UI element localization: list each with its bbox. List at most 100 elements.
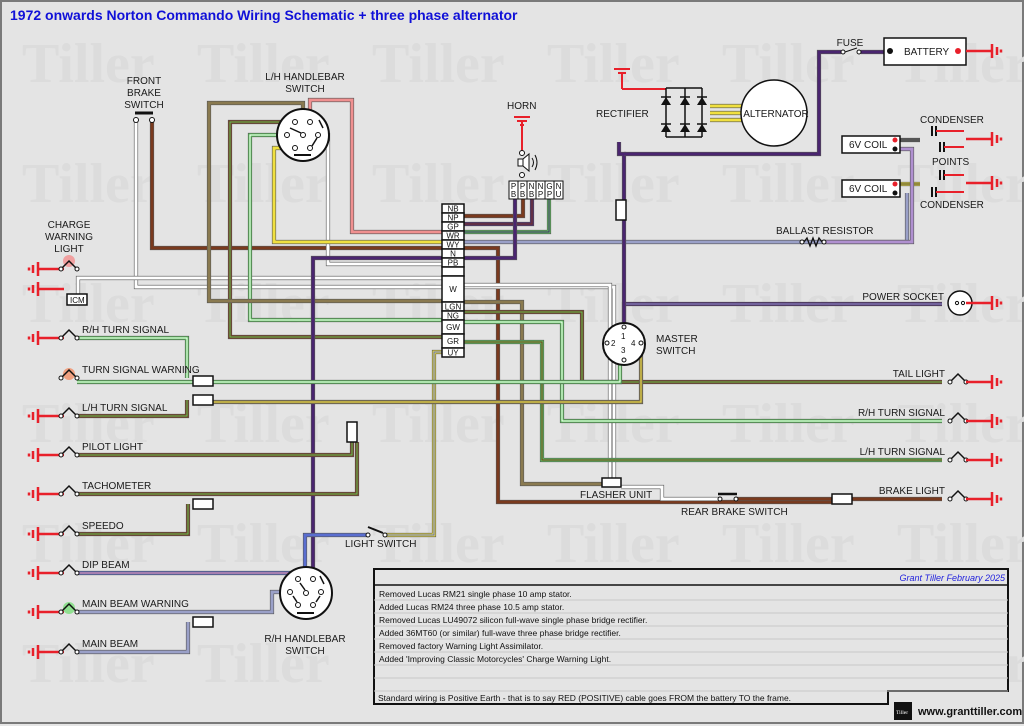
condenser-bottom-label: CONDENSER: [920, 200, 984, 211]
earth-icon: [966, 375, 1003, 389]
inline-connector: [192, 394, 214, 406]
icm-box: ICM: [66, 293, 88, 306]
left-lamp-label: DIP BEAM: [82, 560, 130, 571]
condenser-icon: [931, 187, 964, 197]
light-switch: LIGHT SWITCH: [345, 526, 416, 550]
watermark-text: Tiller: [197, 33, 330, 95]
notes-footer: Standard wiring is Positive Earth - that…: [378, 693, 791, 703]
front-brake-label-2: BRAKE: [127, 88, 161, 99]
connector-pin-label: GW: [446, 323, 460, 332]
condenser-top-label: CONDENSER: [920, 115, 984, 126]
rear-brake-switch: REAR BRAKE SWITCH: [681, 492, 788, 518]
horn-pin-bottom: P: [547, 190, 552, 199]
wire-white-icm: [76, 276, 442, 294]
fuse: FUSE: [837, 38, 864, 55]
inline-connector: [615, 199, 627, 221]
right-lamp-label: TAIL LIGHT: [893, 369, 945, 380]
inline-connector: [831, 493, 853, 505]
right-lamp-label: L/H TURN SIGNAL: [860, 447, 946, 458]
bulb-icon: [58, 328, 80, 341]
ballast-resistor: BALLAST RESISTOR: [776, 226, 873, 248]
connector-pin-label: N: [450, 250, 456, 259]
coil-bottom: [841, 179, 901, 198]
horn-pin-top: G: [546, 182, 552, 191]
bulb-icon: [58, 259, 80, 272]
flasher-label: FLASHER UNIT: [580, 490, 652, 501]
icm-label: ICM: [70, 296, 85, 305]
wire-gw: [464, 320, 942, 423]
rear-brake-label: REAR BRAKE SWITCH: [681, 507, 788, 518]
bulb-icon: [947, 372, 969, 385]
website-link[interactable]: www.granttiller.com: [917, 706, 1022, 718]
points-label: POINTS: [932, 157, 970, 168]
diode-icon: [661, 97, 671, 105]
battery: BATTERY: [883, 37, 967, 66]
alternator: ALTERNATOR: [740, 79, 809, 147]
rectifier-label: RECTIFIER: [596, 109, 649, 120]
connector-pin-label: GR: [447, 337, 459, 346]
connector-pin-label: PB: [448, 259, 459, 268]
wire-brown-brake: [150, 120, 842, 504]
horn-pin-bottom: P: [538, 190, 543, 199]
earth-icon: [966, 492, 1003, 506]
lh-switch-label-2: SWITCH: [285, 84, 324, 95]
earth-icon: [966, 296, 1003, 310]
wire-fuse: [624, 50, 841, 156]
charge-label-2: WARNING: [45, 232, 93, 243]
logo-text: Tiller: [896, 710, 908, 716]
condenser-icon: [931, 126, 964, 136]
earth-icon: [966, 132, 1003, 146]
rh-switch-label-2: SWITCH: [285, 646, 324, 657]
watermark-text: Tiller: [197, 273, 330, 335]
bulb-icon: [58, 563, 80, 576]
connector-pin-label: W: [449, 285, 457, 294]
bulb-icon: [58, 368, 80, 381]
bulb-icon: [58, 524, 80, 537]
inline-connector: [192, 375, 214, 387]
diode-icon: [697, 124, 707, 132]
watermark-text: Tiller: [197, 513, 330, 575]
master-pin-2: 2: [611, 339, 616, 348]
watermark-text: Tiller: [547, 153, 680, 215]
coil-bottom-label: 6V COIL: [849, 184, 888, 195]
horn-pin: [553, 180, 564, 200]
earth-icon: [966, 414, 1003, 428]
points-icon: [939, 142, 964, 152]
horn-pin-top: N: [529, 182, 535, 191]
coil-top: [841, 135, 901, 154]
watermark-text: Tiller: [722, 393, 855, 455]
master-label-2: SWITCH: [656, 346, 695, 357]
note-line: Added Lucas RM24 three phase 10.5 amp st…: [379, 602, 564, 612]
front-brake-switch: FRONT BRAKE SWITCH: [124, 76, 164, 123]
watermark-text: Tiller: [197, 633, 330, 695]
coil-top-label: 6V COIL: [849, 140, 888, 151]
bulb-icon: [58, 445, 80, 458]
horn-pin-top: P: [520, 182, 525, 191]
master-pin-3: 3: [621, 346, 626, 355]
ignition-coils: CONDENSER POINTS CONDENSER 6V COIL 6V CO…: [841, 115, 984, 211]
lh-switch-label-1: L/H HANDLEBAR: [265, 72, 344, 83]
bulb-icon: [58, 602, 80, 615]
lh-handlebar-switch: L/H HANDLEBAR SWITCH: [265, 72, 345, 162]
wire-lgn: [464, 300, 602, 486]
wire-dip: [77, 571, 300, 579]
horn-pin-top: P: [511, 182, 516, 191]
connector-pin: [441, 347, 465, 358]
battery-negative-icon: [887, 48, 893, 54]
horn-pin-bottom: B: [511, 190, 516, 199]
connector-pin-label: NG: [447, 312, 459, 321]
watermark-text: Tiller: [22, 393, 155, 455]
diode-bridge: [661, 87, 707, 138]
connector-pin-label: WY: [447, 241, 461, 250]
bulb-icon: [58, 484, 80, 497]
wire-pink: [308, 98, 442, 234]
rectifier-earth-icon: [614, 68, 666, 90]
connector-pin-label: WR: [446, 232, 460, 241]
watermark-text: Tiller: [197, 153, 330, 215]
left-lamp-label: TURN SIGNAL WARNING: [82, 365, 200, 376]
power-socket: POWER SOCKET: [862, 290, 973, 316]
bulb-icon: [58, 642, 80, 655]
left-lamp-label: PILOT LIGHT: [82, 442, 143, 453]
